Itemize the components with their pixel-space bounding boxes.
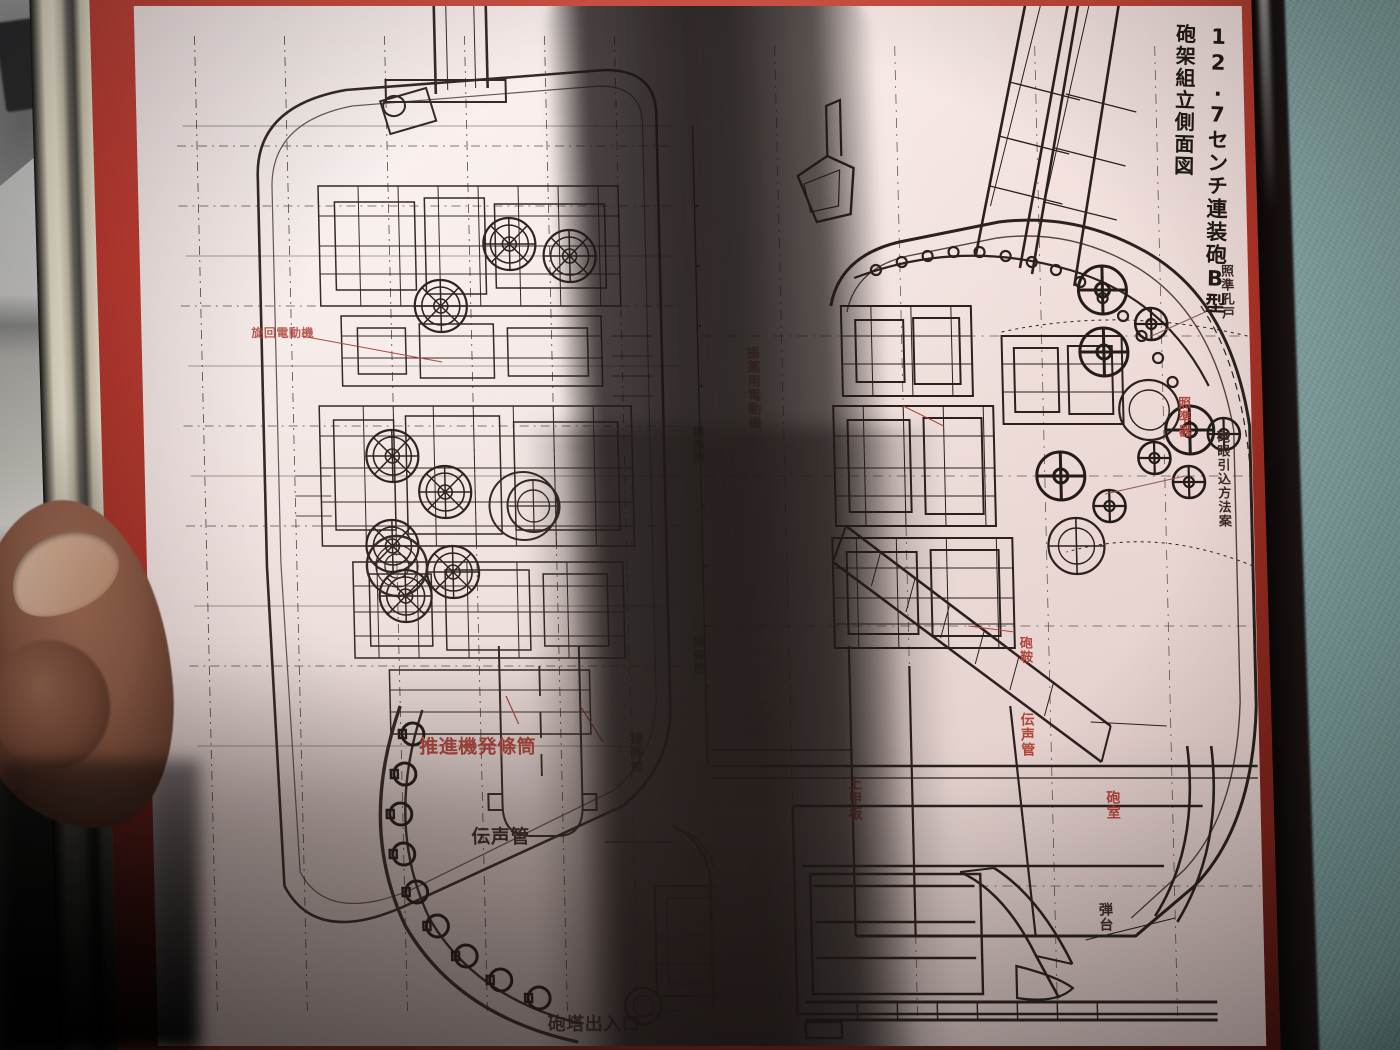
page-spread: 推進機発條筒 伝声管 砲塔出入口 揚弾筒 旋回電動機 照準孔戸 照準器 砲眼引込… (133, 6, 1267, 1046)
cast-shadow-soft (148, 646, 799, 1046)
label-gun-cradle: 砲鞍 (1016, 636, 1033, 664)
label-gun-room: 砲室 (1104, 790, 1121, 820)
drawing-subtitle: 砲架組立側面図 (1170, 22, 1197, 178)
hand-shadow (0, 760, 200, 1050)
label-training-motor: 旋回電動機 (251, 326, 315, 340)
label-voice-tube-right: 伝声管 (1018, 712, 1036, 757)
label-sight: 照準器 (1174, 396, 1191, 438)
label-gunport-retraction-plan: 砲眼引込方法案 (1213, 430, 1232, 528)
drawing-title: 12.7センチ連装砲B型 (1202, 24, 1231, 316)
label-shell-table: 弾台 (1096, 902, 1114, 932)
drawing-title-block: 砲架組立側面図 12.7センチ連装砲B型 (1166, 23, 1233, 316)
